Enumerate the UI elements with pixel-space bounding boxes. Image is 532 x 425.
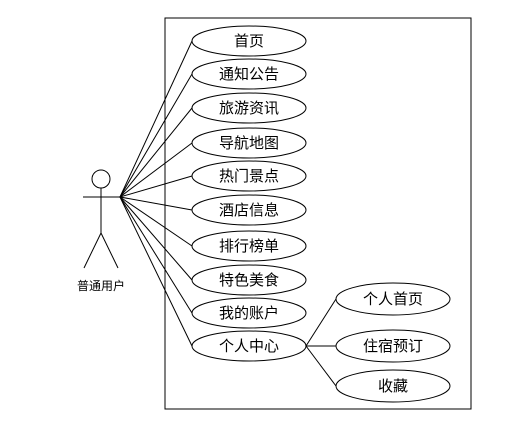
association-line-personal-center [119,196,193,347]
association-line-local-food [119,196,193,281]
association-line-rankings [119,196,193,247]
actor-head [91,169,111,189]
use-case-lodging-booking[interactable]: 住宿预订 [335,329,451,363]
use-case-label-home: 首页 [234,32,264,50]
use-case-label-travel-news: 旅游资讯 [219,99,279,117]
use-case-hot-spots[interactable]: 热门景点 [191,160,307,192]
association-line-hot-spots [119,175,193,198]
use-case-label-my-account: 我的账户 [219,304,279,322]
use-case-travel-news[interactable]: 旅游资讯 [191,92,307,124]
association-line-notice [119,73,193,198]
actor-label: 普通用户 [77,278,125,293]
use-case-label-lodging-booking: 住宿预订 [363,337,423,355]
association-line-travel-news [119,107,193,198]
use-case-nav-map[interactable]: 导航地图 [191,127,307,159]
use-case-rankings[interactable]: 排行榜单 [191,230,307,262]
use-case-label-rankings: 排行榜单 [219,237,279,255]
use-case-label-personal-center: 个人中心 [219,337,279,355]
use-case-label-personal-home: 个人首页 [363,290,423,308]
association-line-nav-map [119,142,193,198]
use-case-label-nav-map: 导航地图 [219,134,279,152]
use-case-local-food[interactable]: 特色美食 [191,264,307,296]
use-case-label-hot-spots: 热门景点 [219,167,279,185]
personal-center-associations [305,298,337,387]
association-line-personal-home [305,298,337,347]
use-case-personal-center[interactable]: 个人中心 [191,330,307,362]
association-line-hotel-info [119,196,193,211]
use-case-label-local-food: 特色美食 [219,271,279,289]
use-case-home[interactable]: 首页 [191,25,307,57]
use-case-hotel-info[interactable]: 酒店信息 [191,194,307,226]
use-case-personal-home[interactable]: 个人首页 [335,282,451,316]
use-case-favorites[interactable]: 收藏 [335,369,451,403]
association-line-home [119,40,193,198]
association-line-favorites [305,345,337,387]
actor-left-leg [83,232,102,269]
use-case-label-notice: 通知公告 [219,65,279,83]
actor-associations [119,40,193,347]
system-boundary [164,17,472,410]
association-line-my-account [119,196,193,314]
use-case-my-account[interactable]: 我的账户 [191,297,307,329]
use-case-label-favorites: 收藏 [378,377,408,395]
actor-right-leg [100,232,119,269]
use-case-label-hotel-info: 酒店信息 [219,201,279,219]
use-case-notice[interactable]: 通知公告 [191,58,307,90]
actor-figure [83,169,120,269]
